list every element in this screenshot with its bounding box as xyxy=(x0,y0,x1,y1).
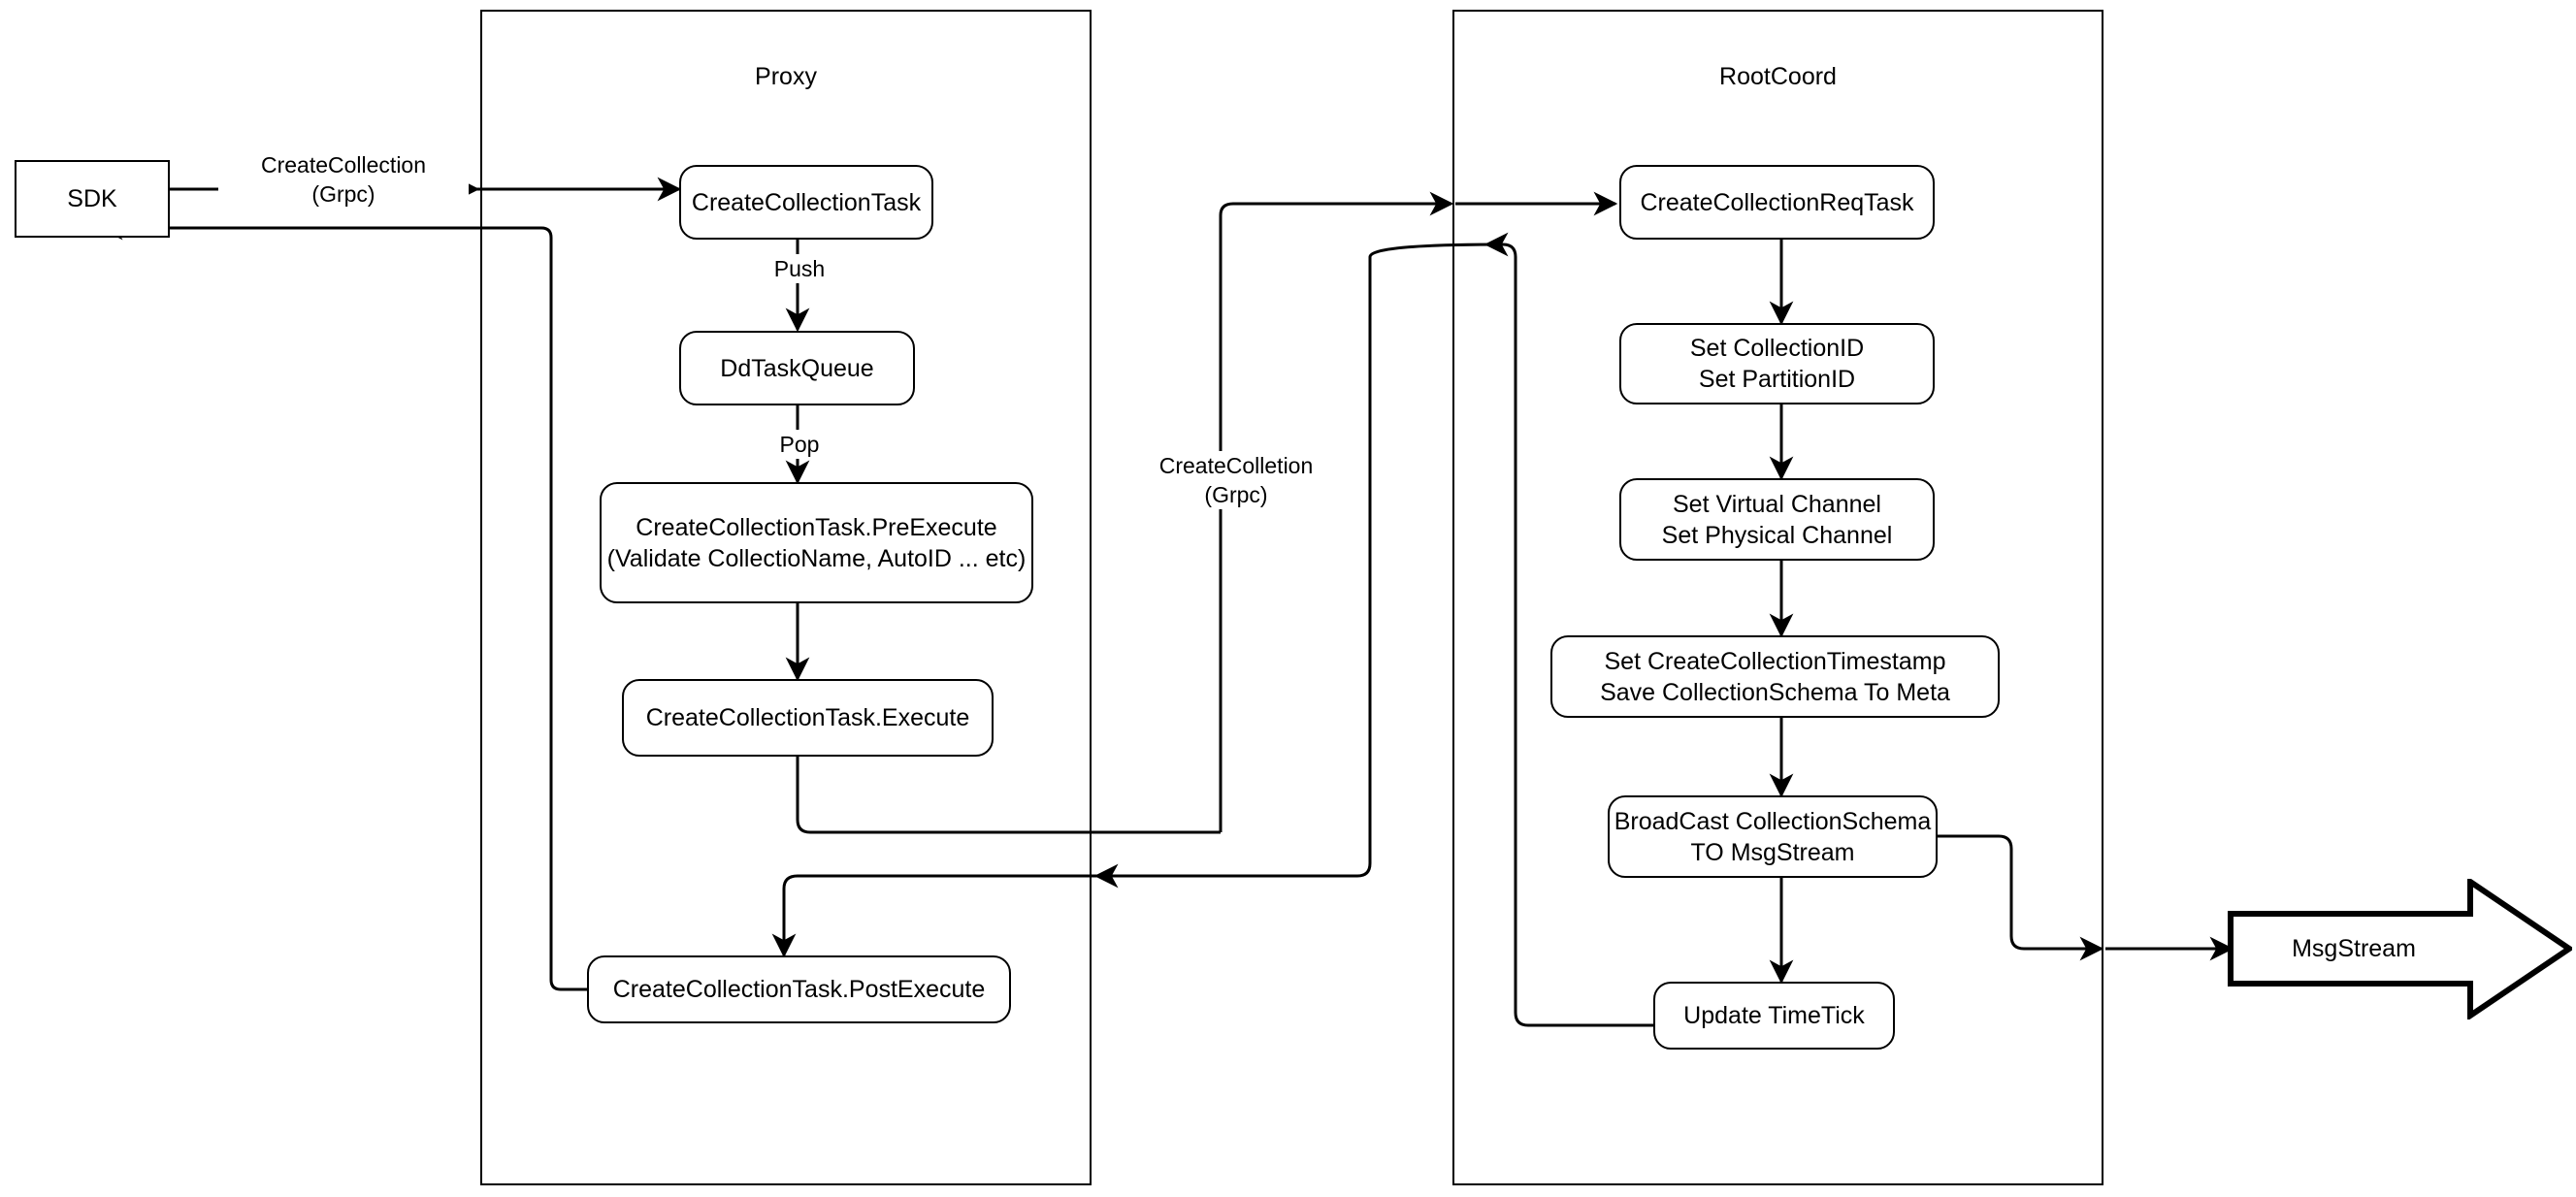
wire-rootcoord-reply xyxy=(1093,243,1501,889)
node-msgstream[interactable] xyxy=(2228,879,2572,1019)
node-update-timetick[interactable]: Update TimeTick xyxy=(1653,982,1895,1050)
node-pre-execute[interactable]: CreateCollectionTask.PreExecute (Validat… xyxy=(600,482,1033,603)
edge-label-push: Push xyxy=(737,254,862,283)
lane-proxy-title: Proxy xyxy=(755,63,817,90)
node-create-collection-req-task[interactable]: CreateCollectionReqTask xyxy=(1619,165,1935,240)
lane-rootcoord: RootCoord xyxy=(1452,10,2103,1185)
node-set-timestamp[interactable]: Set CreateCollectionTimestamp Save Colle… xyxy=(1550,635,2000,718)
edge-label-proxy-to-rootcoord: CreateColletion (Grpc) xyxy=(1121,451,1352,509)
node-set-ids[interactable]: Set CollectionID Set PartitionID xyxy=(1619,323,1935,404)
edge-label-pop: Pop xyxy=(737,430,862,459)
node-set-channels[interactable]: Set Virtual Channel Set Physical Channel xyxy=(1619,478,1935,561)
node-sdk[interactable]: SDK xyxy=(15,160,170,238)
lane-rootcoord-title: RootCoord xyxy=(1719,63,1837,90)
lane-proxy: Proxy xyxy=(480,10,1092,1185)
node-post-execute[interactable]: CreateCollectionTask.PostExecute xyxy=(587,955,1011,1023)
node-execute[interactable]: CreateCollectionTask.Execute xyxy=(622,679,994,757)
node-broadcast[interactable]: BroadCast CollectionSchema TO MsgStream xyxy=(1608,795,1938,878)
node-msgstream-label: MsgStream xyxy=(2292,935,2416,962)
edge-label-sdk-to-proxy: CreateCollection (Grpc) xyxy=(218,150,469,209)
node-dd-task-queue[interactable]: DdTaskQueue xyxy=(679,331,915,405)
wire-proxy-to-rootcoord-up xyxy=(1219,191,1454,832)
node-create-collection-task[interactable]: CreateCollectionTask xyxy=(679,165,933,240)
